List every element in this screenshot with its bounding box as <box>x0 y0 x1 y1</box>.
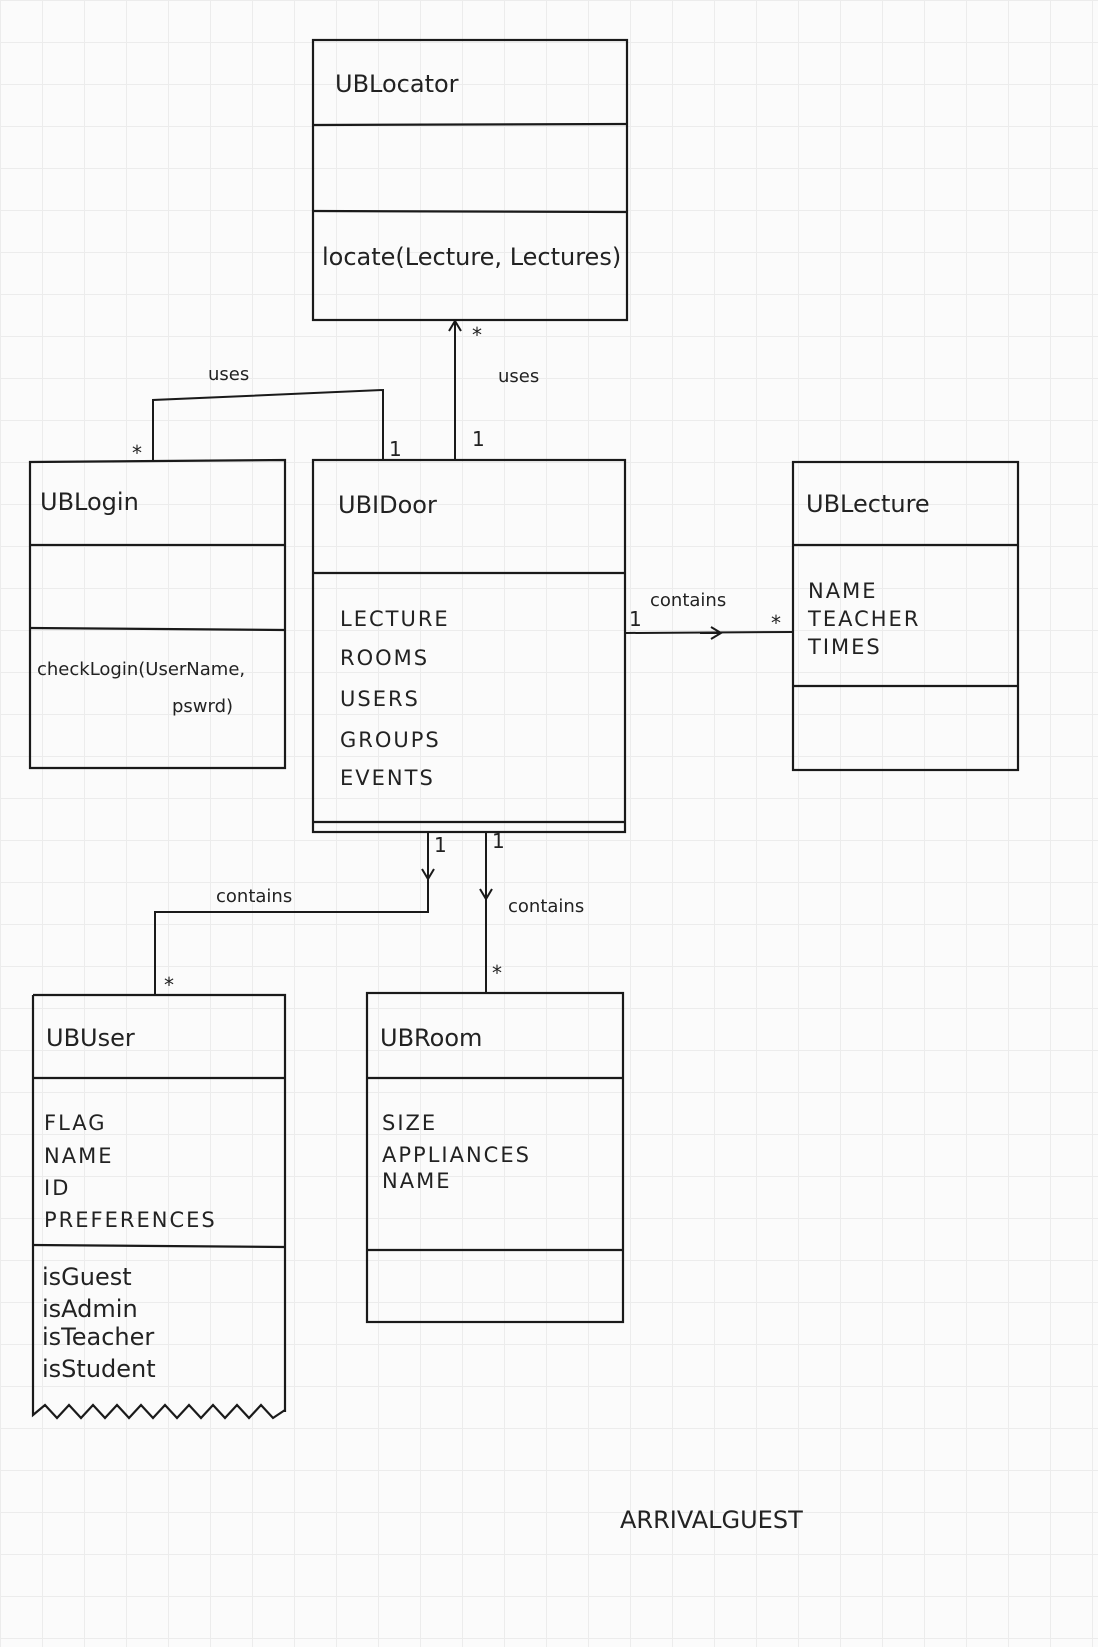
relation-label: contains <box>650 590 726 611</box>
multiplicity: * <box>472 323 482 347</box>
class-attribute: ROOMS <box>340 646 429 670</box>
relation-label: uses <box>498 366 539 387</box>
class-method: checkLogin(UserName, <box>37 659 245 680</box>
class-ublogin: UBLogin checkLogin(UserName, pswrd) <box>28 458 287 770</box>
class-attribute: TEACHER <box>807 607 920 631</box>
class-ublecture: UBLecture NAME TEACHER TIMES <box>791 460 1020 772</box>
class-name: UBRoom <box>380 1024 482 1052</box>
class-name: UBUser <box>46 1024 135 1052</box>
class-attribute: ID <box>44 1176 70 1200</box>
class-attribute: TIMES <box>807 635 882 659</box>
class-ubidoor: UBIDoor LECTURE ROOMS USERS GROUPS EVENT… <box>311 458 627 834</box>
class-ubuser: UBUser FLAG NAME ID PREFERENCES isGuest … <box>31 993 287 1420</box>
diagram-caption: ARRIVALGUEST <box>620 1506 803 1534</box>
class-attribute: PREFERENCES <box>44 1208 217 1232</box>
multiplicity: 1 <box>629 607 642 631</box>
relation-label: contains <box>216 886 292 907</box>
multiplicity: * <box>132 441 142 465</box>
class-name: UBLogin <box>40 488 139 516</box>
class-name: UBLecture <box>806 490 930 518</box>
class-attribute: EVENTS <box>340 766 435 790</box>
class-method: pswrd) <box>172 696 233 717</box>
class-attribute: USERS <box>340 687 420 711</box>
class-attribute: SIZE <box>382 1111 437 1135</box>
class-method: locate(Lecture, Lectures) <box>322 243 621 271</box>
multiplicity: * <box>492 961 502 985</box>
class-method: isTeacher <box>42 1323 154 1351</box>
relation-door-user: 1 * contains <box>154 832 447 997</box>
class-method: isGuest <box>42 1263 132 1291</box>
multiplicity: 1 <box>389 437 402 461</box>
multiplicity: 1 <box>472 427 485 451</box>
relation-door-locator: * 1 uses <box>448 319 539 460</box>
class-ubroom: UBRoom SIZE APPLIANCES NAME <box>365 991 625 1324</box>
relation-door-room: 1 * contains <box>479 829 584 993</box>
class-attribute: NAME <box>382 1169 451 1193</box>
multiplicity: 1 <box>434 833 447 857</box>
class-attribute: NAME <box>44 1144 113 1168</box>
multiplicity: 1 <box>492 829 505 853</box>
class-attribute: GROUPS <box>340 728 441 752</box>
class-name: UBLocator <box>335 70 459 98</box>
class-attribute: LECTURE <box>340 607 450 631</box>
class-name: UBIDoor <box>338 491 437 519</box>
class-attribute: APPLIANCES <box>382 1143 531 1167</box>
relation-label: uses <box>208 364 249 385</box>
multiplicity: * <box>164 973 174 997</box>
relation-label: contains <box>508 896 584 917</box>
class-attribute: NAME <box>808 579 877 603</box>
multiplicity: * <box>771 611 781 635</box>
class-method: isStudent <box>42 1355 156 1383</box>
class-ublocator: UBLocator locate(Lecture, Lectures) <box>311 38 629 322</box>
relation-door-lecture: 1 * contains <box>624 590 794 640</box>
class-method: isAdmin <box>42 1295 138 1323</box>
relation-door-login: * 1 uses <box>132 364 402 465</box>
class-attribute: FLAG <box>44 1111 107 1135</box>
